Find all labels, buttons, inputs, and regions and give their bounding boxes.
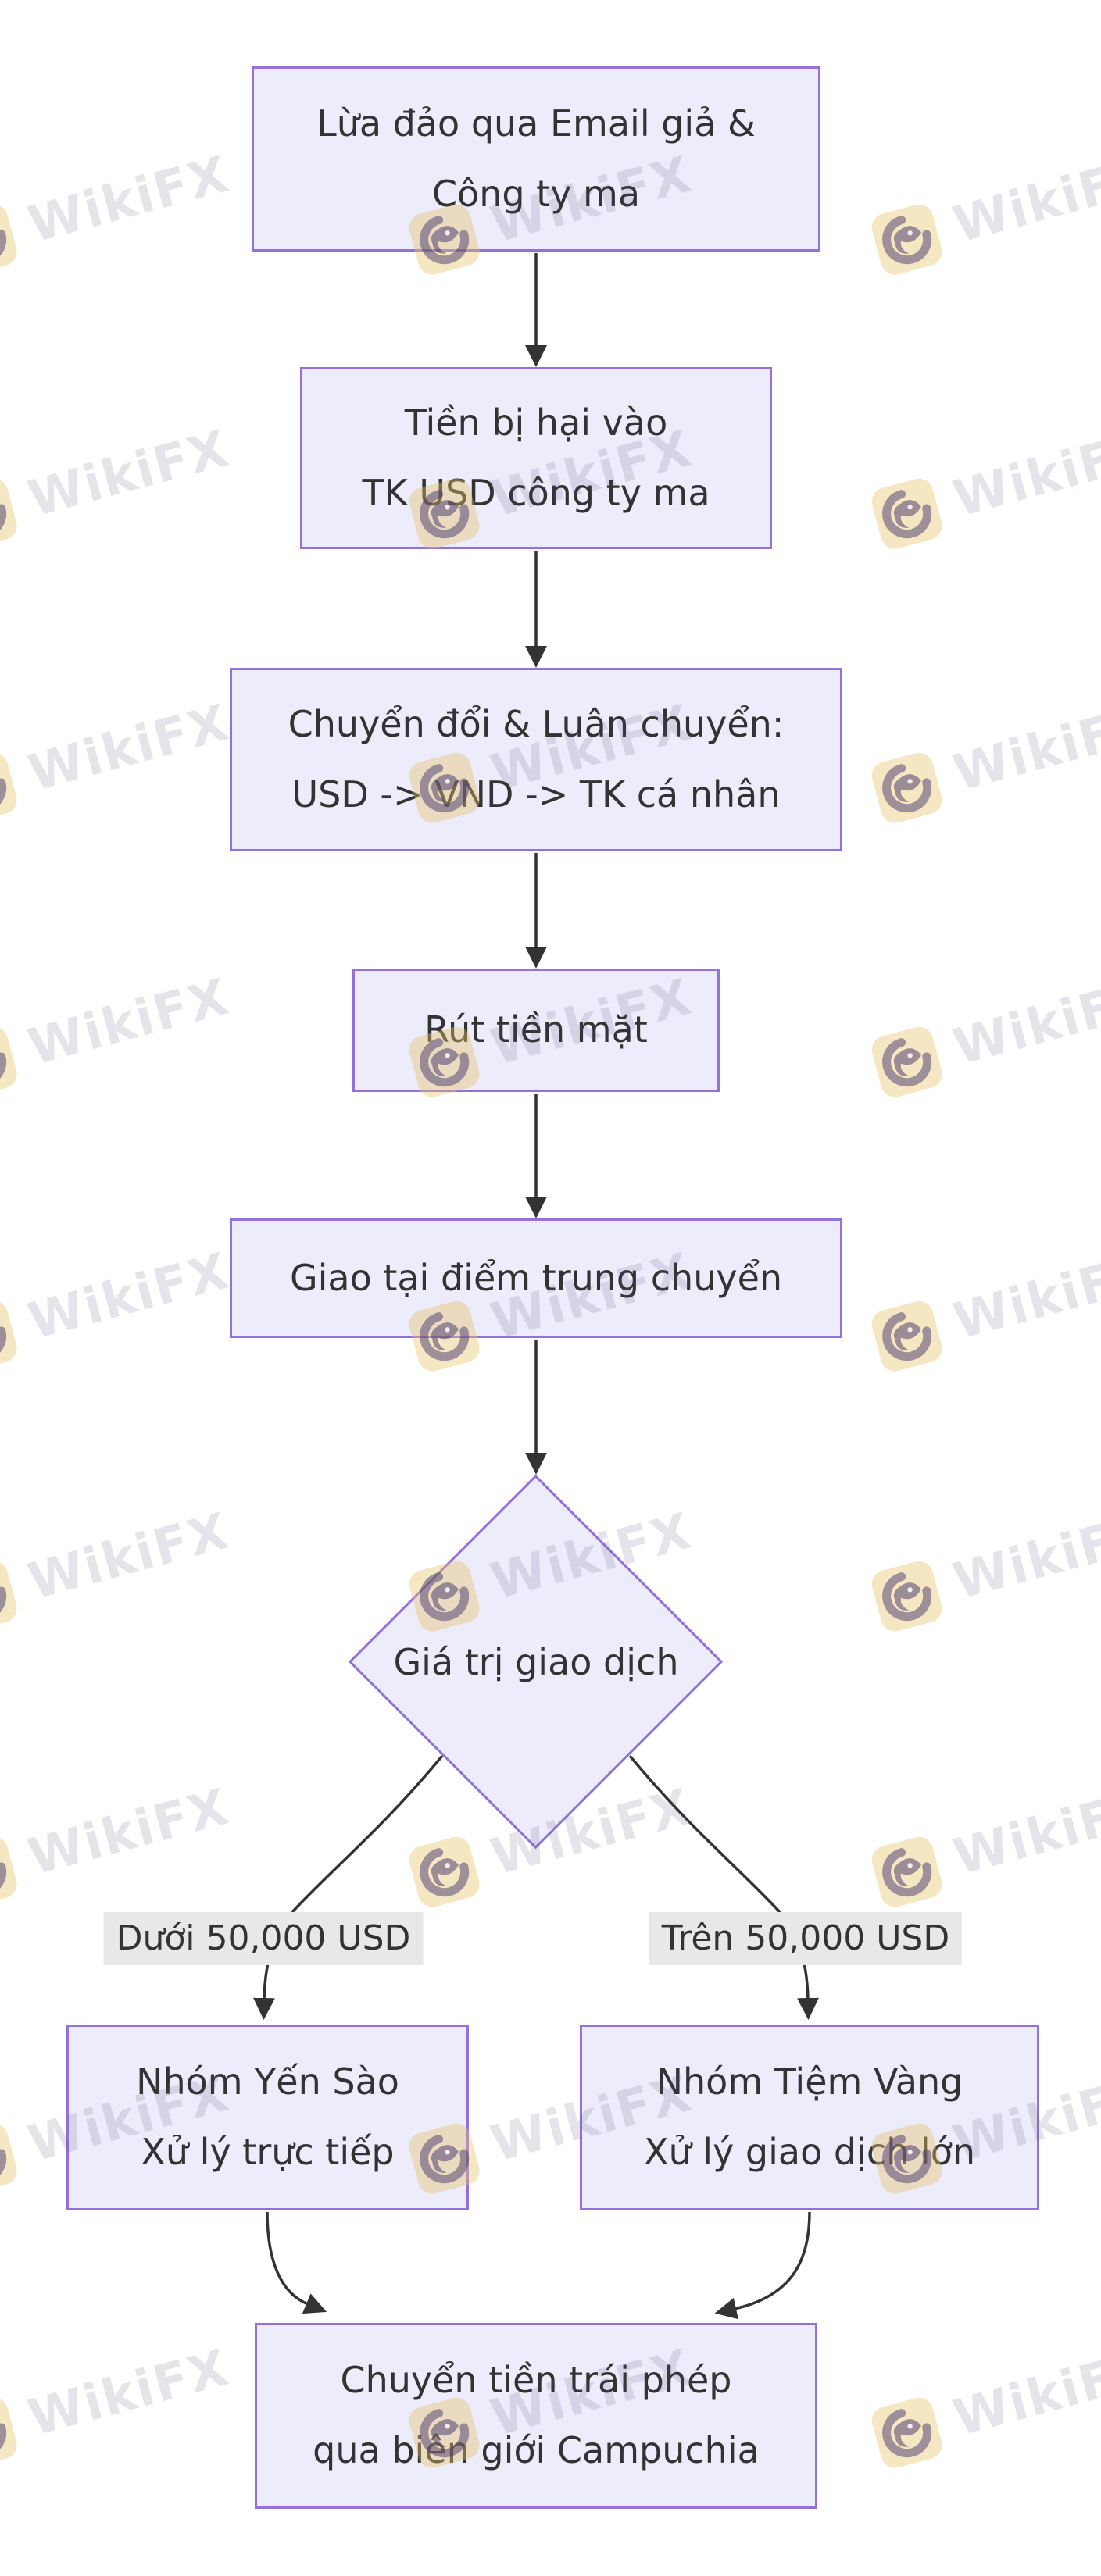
node-victim-money-line1: Tiền bị hại vào [404,401,668,444]
node-fraud-email-line1: Lừa đảo qua Email giả & [316,102,756,144]
connector-yensao-smuggle [266,2211,327,2314]
node-yensao-group-line1: Nhóm Yến Sào [136,2060,399,2103]
node-smuggle-border-line1: Chuyển tiền trái phép [340,2359,732,2402]
node-convert-rotate: Chuyển đổi & Luân chuyển: USD -> VND -> … [230,668,842,851]
edge-label-over-50000-usd: Trên 50,000 USD [649,1912,963,1965]
node-convert-rotate-line1: Chuyển đổi & Luân chuyển: [288,702,785,745]
decision-diamond-label: Giá trị giao dịch [393,1641,679,1683]
node-cash-withdraw-line1: Rút tiền mặt [424,1008,648,1051]
node-fraud-email-line2: Công ty ma [431,172,641,215]
node-tiemvang-group-line1: Nhóm Tiệm Vàng [656,2060,963,2103]
node-cash-withdraw: Rút tiền mặt [352,969,720,1092]
node-fraud-email: Lừa đảo qua Email giả & Công ty ma [252,66,820,252]
node-victim-money-line2: TK USD công ty ma [362,471,710,514]
node-victim-money: Tiền bị hại vào TK USD công ty ma [300,367,772,549]
node-smuggle-border-line2: qua biên giới Campuchia [313,2429,760,2471]
node-convert-rotate-line2: USD -> VND -> TK cá nhân [291,772,781,815]
node-smuggle-border: Chuyển tiền trái phép qua biên giới Camp… [255,2323,817,2509]
node-handoff-point-line1: Giao tại điểm trung chuyển [289,1256,783,1299]
node-tiemvang-group: Nhóm Tiệm Vàng Xử lý giao dịch lớn [580,2025,1039,2210]
node-tiemvang-group-line2: Xử lý giao dịch lớn [644,2131,975,2173]
node-yensao-group: Nhóm Yến Sào Xử lý trực tiếp [66,2025,469,2210]
edge-label-under-50000-usd: Dưới 50,000 USD [103,1912,424,1965]
node-yensao-group-line2: Xử lý trực tiếp [141,2131,395,2173]
node-handoff-point: Giao tại điểm trung chuyển [230,1218,842,1338]
connector-tiemvang-smuggle [714,2211,811,2320]
